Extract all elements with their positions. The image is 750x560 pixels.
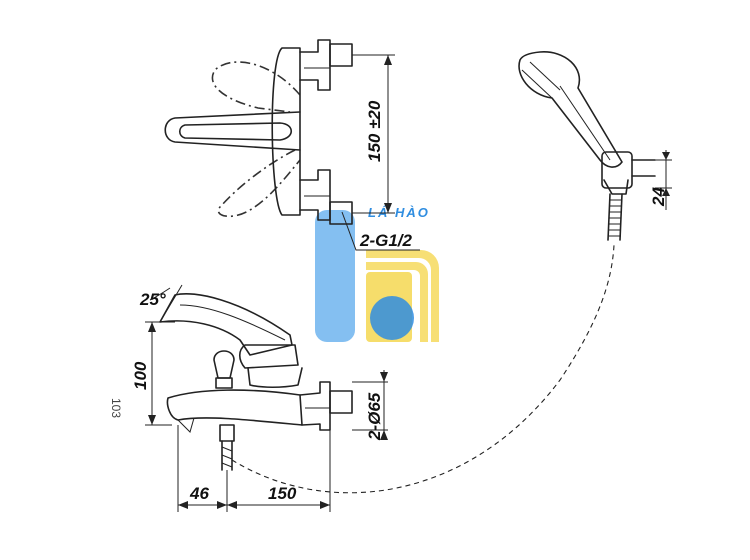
dimension-100: 100 <box>131 361 150 390</box>
hose-path <box>231 244 615 494</box>
watermark-text: LÁ HÀO <box>368 205 430 220</box>
hand-shower: 24 <box>518 51 672 241</box>
top-view: 150 ±20 2-G1/2 <box>164 39 420 251</box>
dimension-24: 24 <box>649 187 668 207</box>
dimension-150: 150 <box>268 484 297 503</box>
thread-label: 2-G1/2 <box>359 231 413 250</box>
dimension-46: 46 <box>189 484 209 503</box>
watermark-logo: LÁ HÀO <box>315 205 439 342</box>
angle-25: 25° <box>139 290 166 309</box>
dimension-eccentric: 2-Ø65 <box>365 392 384 441</box>
dimension-103: 103 <box>109 398 123 418</box>
dimension-150-pm20: 150 ±20 <box>365 100 384 162</box>
side-view: 25° 100 103 2-Ø65 46 150 <box>109 284 388 512</box>
